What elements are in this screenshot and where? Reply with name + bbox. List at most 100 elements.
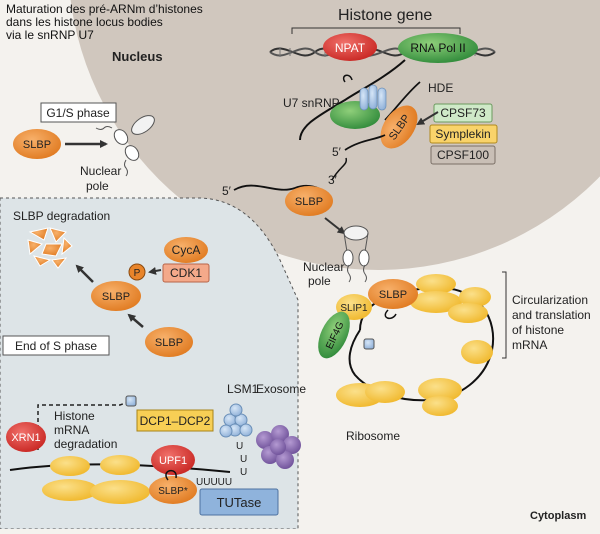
- end-of-s-phase-box: [2, 335, 110, 356]
- five-prime-label-top: 5′: [332, 145, 342, 159]
- slbp-g1s-label: SLBP: [23, 139, 51, 151]
- slbp-star: [149, 476, 197, 504]
- nuclear-pole-left-2: pole: [86, 179, 109, 193]
- rna-pol-ii-label: RNA Pol II: [410, 41, 465, 55]
- slbp-circular-label: SLBP: [379, 289, 407, 301]
- u7-snrnp-complex: [330, 74, 421, 129]
- g1s-phase-box: [40, 102, 117, 123]
- slbp-degradation-label: SLBP degradation: [13, 209, 110, 223]
- histone-deg-label-1: Histone: [54, 409, 95, 423]
- stem-loop: [331, 157, 348, 181]
- upf1-label: UPF1: [159, 455, 187, 467]
- circ-label-2: and translation: [512, 308, 591, 322]
- slbp-end-s-label: SLBP: [155, 337, 183, 349]
- uuuuu-label: UUUUU: [196, 477, 232, 488]
- circ-label-4: mRNA: [512, 338, 547, 352]
- rna-pol-ii: [398, 33, 478, 63]
- exosome-complex: [256, 425, 301, 469]
- npat-label: NPAT: [335, 41, 366, 55]
- ribosome-c2: [459, 287, 491, 307]
- eif4g-protein: [318, 311, 350, 359]
- tutase-label: TUTase: [217, 495, 262, 510]
- caption-line-3: via le snRNP U7: [6, 28, 94, 42]
- to-pore-arrow: [324, 217, 346, 235]
- ribosome-c1b: [410, 291, 462, 313]
- rna-5prime-strand: [344, 134, 386, 151]
- ribosome-c2b: [448, 303, 488, 323]
- u-label-2: U: [240, 454, 247, 465]
- cpsf100-box: [430, 145, 496, 165]
- xrn1-label: XRN1: [11, 432, 40, 444]
- slbp-end-s: [145, 327, 193, 357]
- dcp-box: [136, 409, 214, 432]
- ribosome-c4b: [422, 396, 458, 416]
- cpsf-to-slbp-arrow: [416, 111, 439, 126]
- circularization-bracket: [502, 271, 507, 359]
- cpsf73-label: CPSF73: [440, 106, 486, 120]
- ribosome-c3: [461, 340, 493, 364]
- circular-mrna: [348, 286, 495, 402]
- caption-line-1: Maturation des pré-ARNm d’histones: [6, 2, 203, 16]
- slbp-phospho-label: SLBP: [102, 291, 130, 303]
- ribosome-decay-1: [42, 479, 98, 501]
- tutase-box: [199, 488, 279, 516]
- dcp-label: DCP1–DCP2: [140, 414, 211, 428]
- cyca-label: CycA: [172, 243, 201, 257]
- u-label-3: U: [240, 467, 247, 478]
- ribosome-decay-2b: [100, 455, 140, 475]
- cyca-protein: [164, 237, 208, 263]
- g1s-phase-label: G1/S phase: [46, 106, 110, 120]
- exosome-label: Exosome: [256, 382, 306, 396]
- xrn1-protein: [6, 422, 46, 452]
- u-label-1: U: [236, 441, 243, 452]
- ribosome-decay-2: [90, 480, 150, 504]
- histone-gene-label: Histone gene: [338, 7, 432, 24]
- phosphate-label: P: [134, 268, 141, 279]
- hde-label: HDE: [428, 81, 453, 95]
- decay-stem-loop: [165, 469, 177, 481]
- nuclear-pole-right-2: pole: [308, 274, 331, 288]
- slbp-processed-label: SLBP: [295, 196, 323, 208]
- phosphate-circle: [128, 263, 146, 281]
- ribosome-c1: [416, 274, 456, 294]
- symplekin-label: Symplekin: [435, 127, 490, 141]
- cytoplasm-label: Cytoplasm: [530, 510, 586, 522]
- nuclear-pore-left: [95, 115, 155, 177]
- ribosome-label: Ribosome: [346, 429, 400, 443]
- ribosome-c5b: [365, 381, 405, 403]
- slip1-label: SLIP1: [340, 303, 368, 314]
- ribosome-decay-1b: [50, 456, 90, 476]
- upf1-protein: [151, 445, 195, 475]
- histone-gene-bracket: [291, 27, 461, 34]
- ribosome-c4: [418, 378, 462, 402]
- slbp-on-gene: [380, 105, 418, 149]
- five-prime-label-mid: 5′: [222, 184, 232, 198]
- cpsf100-label: CPSF100: [437, 148, 489, 162]
- lsm1-complex: [219, 403, 253, 438]
- slbp-phospho: [91, 281, 141, 311]
- slbp-processed: [285, 186, 333, 216]
- lsm1-label: LSM1: [227, 382, 259, 396]
- nuclear-pole-left-1: Nuclear: [80, 164, 121, 178]
- slbp-g1s: [13, 129, 61, 159]
- circ-label-3: of histone: [512, 323, 564, 337]
- figure-caption: Maturation des pré-ARNm d’histones dans …: [6, 3, 306, 42]
- cdk1-box: [162, 263, 210, 283]
- cdk1-label: CDK1: [170, 266, 202, 280]
- nascent-rna: [299, 59, 406, 141]
- nuclear-pore-right: [342, 225, 370, 283]
- histone-deg-label-3: degradation: [54, 437, 117, 451]
- cap-square-right: [363, 338, 375, 350]
- cap-square-left: [125, 395, 137, 407]
- histone-deg-label-2: mRNA: [54, 423, 89, 437]
- degraded-slbp-fragments: [27, 227, 73, 269]
- circ-label-1: Circularization: [512, 293, 588, 307]
- circular-stem-loop: [384, 309, 397, 320]
- cdk1-to-p-arrow: [148, 266, 162, 275]
- end-of-s-phase-label: End of S phase: [15, 339, 97, 353]
- nucleus-label: Nucleus: [112, 49, 163, 64]
- symplekin-box: [429, 124, 498, 144]
- cytoplasm-panel: [0, 197, 299, 530]
